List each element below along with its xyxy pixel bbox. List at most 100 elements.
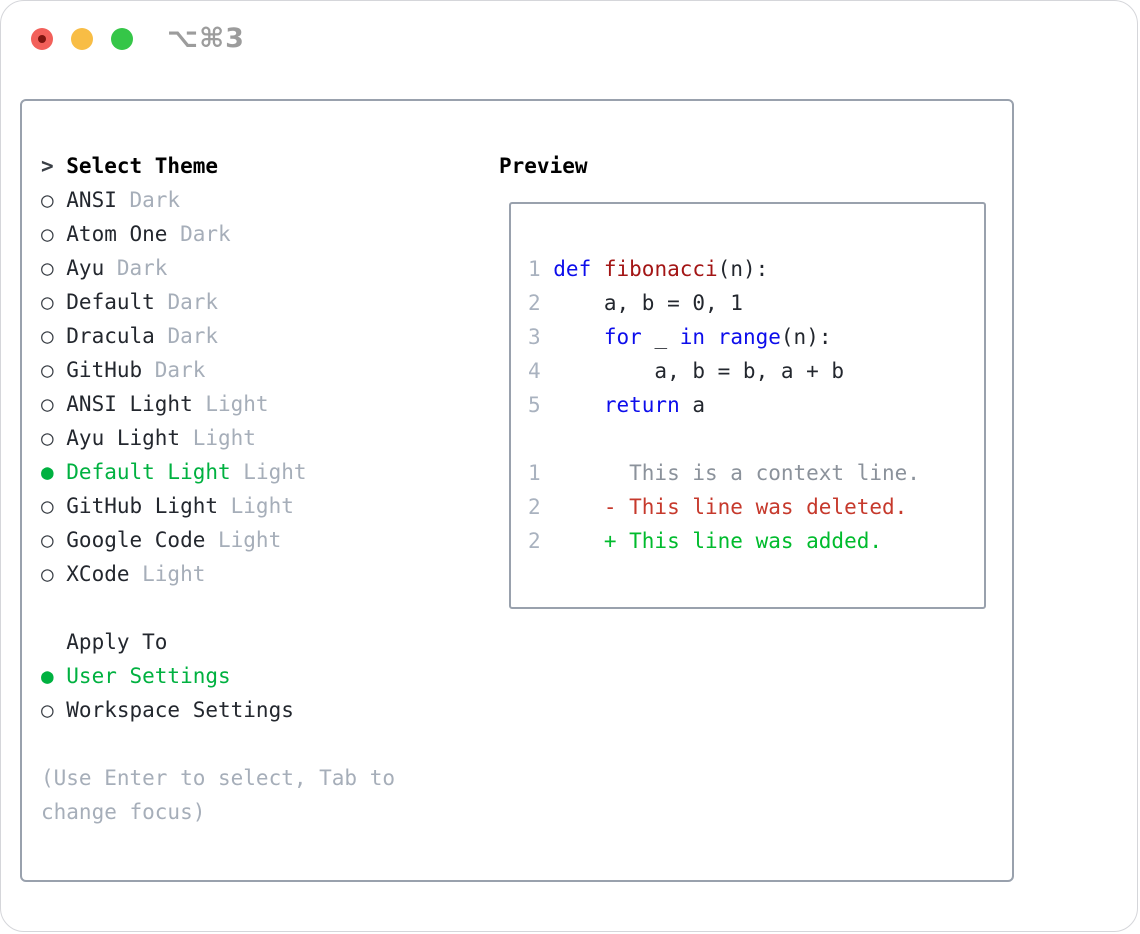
code-line: 1 def fibonacci(n): <box>528 252 984 286</box>
code-token <box>705 325 718 349</box>
radio-icon: ○ <box>41 494 54 518</box>
diff-line: 2 + This line was added. <box>528 524 984 558</box>
theme-variant-badge: Light <box>205 392 269 416</box>
code-token: (n): <box>717 257 769 281</box>
theme-variant-badge: Light <box>243 460 307 484</box>
line-number: 2 <box>528 495 541 519</box>
code-token: in <box>679 325 706 349</box>
code-content: a, b = 0, 1 <box>553 291 743 315</box>
code-content: def fibonacci(n): <box>553 257 768 281</box>
radio-icon: ○ <box>41 698 54 722</box>
maximize-button[interactable] <box>111 28 133 50</box>
diff-content: - This line was deleted. <box>553 495 908 519</box>
code-token <box>553 325 604 349</box>
code-token <box>553 393 604 417</box>
line-number: 3 <box>528 325 541 349</box>
code-line: 5 return a <box>528 388 984 422</box>
radio-icon: ○ <box>41 562 54 586</box>
code-token: for <box>603 325 642 349</box>
theme-option[interactable]: ○ Ayu Light Light <box>41 421 496 455</box>
radio-icon: ○ <box>41 256 54 280</box>
theme-variant-badge: Light <box>218 528 282 552</box>
theme-variant-badge: Light <box>230 494 294 518</box>
spacer-row <box>41 591 496 625</box>
theme-variant-badge: Dark <box>167 324 219 348</box>
theme-name: Atom One <box>66 222 168 246</box>
line-number: 1 <box>528 461 541 485</box>
theme-variant-badge: Dark <box>180 222 231 246</box>
code-token: _ <box>641 325 680 349</box>
code-line: 2 a, b = 0, 1 <box>528 286 984 320</box>
window-titlebar: ⌥⌘3 <box>31 23 245 54</box>
diff-content: + This line was added. <box>553 529 883 553</box>
theme-variant-badge: Light <box>192 426 256 450</box>
cursor-marker-icon: > <box>41 154 54 178</box>
line-number: 2 <box>528 291 541 315</box>
radio-icon: ○ <box>41 358 54 382</box>
radio-icon: ○ <box>41 392 54 416</box>
diff-line: 1 This is a context line. <box>528 456 984 490</box>
window-shortcut-label: ⌥⌘3 <box>167 23 245 54</box>
preview-title: Preview <box>499 154 588 178</box>
code-content: return a <box>553 393 705 417</box>
radio-icon: ○ <box>41 426 54 450</box>
select-theme-header: > Select Theme <box>41 149 496 183</box>
code-token: def <box>553 257 592 281</box>
theme-name: GitHub Light <box>66 494 218 518</box>
line-number: 5 <box>528 393 541 417</box>
diff-line: 2 - This line was deleted. <box>528 490 984 524</box>
theme-name: Dracula <box>66 324 155 348</box>
line-number: 1 <box>528 257 541 281</box>
theme-option[interactable]: ○ XCode Light <box>41 557 496 591</box>
radio-icon: ● <box>41 460 54 484</box>
theme-option[interactable]: ○ Google Code Light <box>41 523 496 557</box>
code-token: (n): <box>780 325 832 349</box>
code-token: fibonacci <box>603 257 718 281</box>
minimize-button[interactable] <box>71 28 93 50</box>
theme-name: Ayu <box>66 256 105 280</box>
apply-to-options-list: ●User Settings ○ Workspace Settings <box>41 659 496 727</box>
record-dot-icon <box>38 35 46 43</box>
apply-to-header: Apply To <box>66 630 168 654</box>
theme-name: Google Code <box>66 528 206 552</box>
theme-name: Default Light <box>66 460 231 484</box>
apply-to-option[interactable]: ●User Settings <box>41 659 496 693</box>
theme-name: ANSI Light <box>66 392 193 416</box>
code-token: a, b = 0, 1 <box>553 291 743 315</box>
theme-variant-badge: Dark <box>154 358 206 382</box>
apply-to-option[interactable]: ○ Workspace Settings <box>41 693 496 727</box>
theme-option[interactable]: ○ ANSI Light Light <box>41 387 496 421</box>
help-text-line: (Use Enter to select, Tab to <box>41 766 396 790</box>
radio-icon: ○ <box>41 188 54 212</box>
apply-to-label: Workspace Settings <box>66 698 294 722</box>
code-line: 3 for _ in range(n): <box>528 320 984 354</box>
code-line: 4 a, b = b, a + b <box>528 354 984 388</box>
theme-name: ANSI <box>66 188 117 212</box>
theme-option[interactable]: ○ Ayu Dark <box>41 251 496 285</box>
select-theme-title: Select Theme <box>66 154 218 178</box>
line-number: 2 <box>528 529 541 553</box>
radio-icon: ● <box>41 664 54 688</box>
diff-content: This is a context line. <box>553 461 920 485</box>
theme-name: XCode <box>66 562 130 586</box>
theme-name: Ayu Light <box>66 426 181 450</box>
spacer-row <box>528 422 984 456</box>
theme-variant-badge: Dark <box>116 256 168 280</box>
close-button[interactable] <box>31 28 53 50</box>
theme-option[interactable]: ○ GitHub Light Light <box>41 489 496 523</box>
code-token: a <box>679 393 706 417</box>
radio-icon: ○ <box>41 528 54 552</box>
theme-option[interactable]: ● Default Light Light <box>41 455 496 489</box>
theme-variant-badge: Light <box>142 562 206 586</box>
theme-name: Default <box>66 290 155 314</box>
